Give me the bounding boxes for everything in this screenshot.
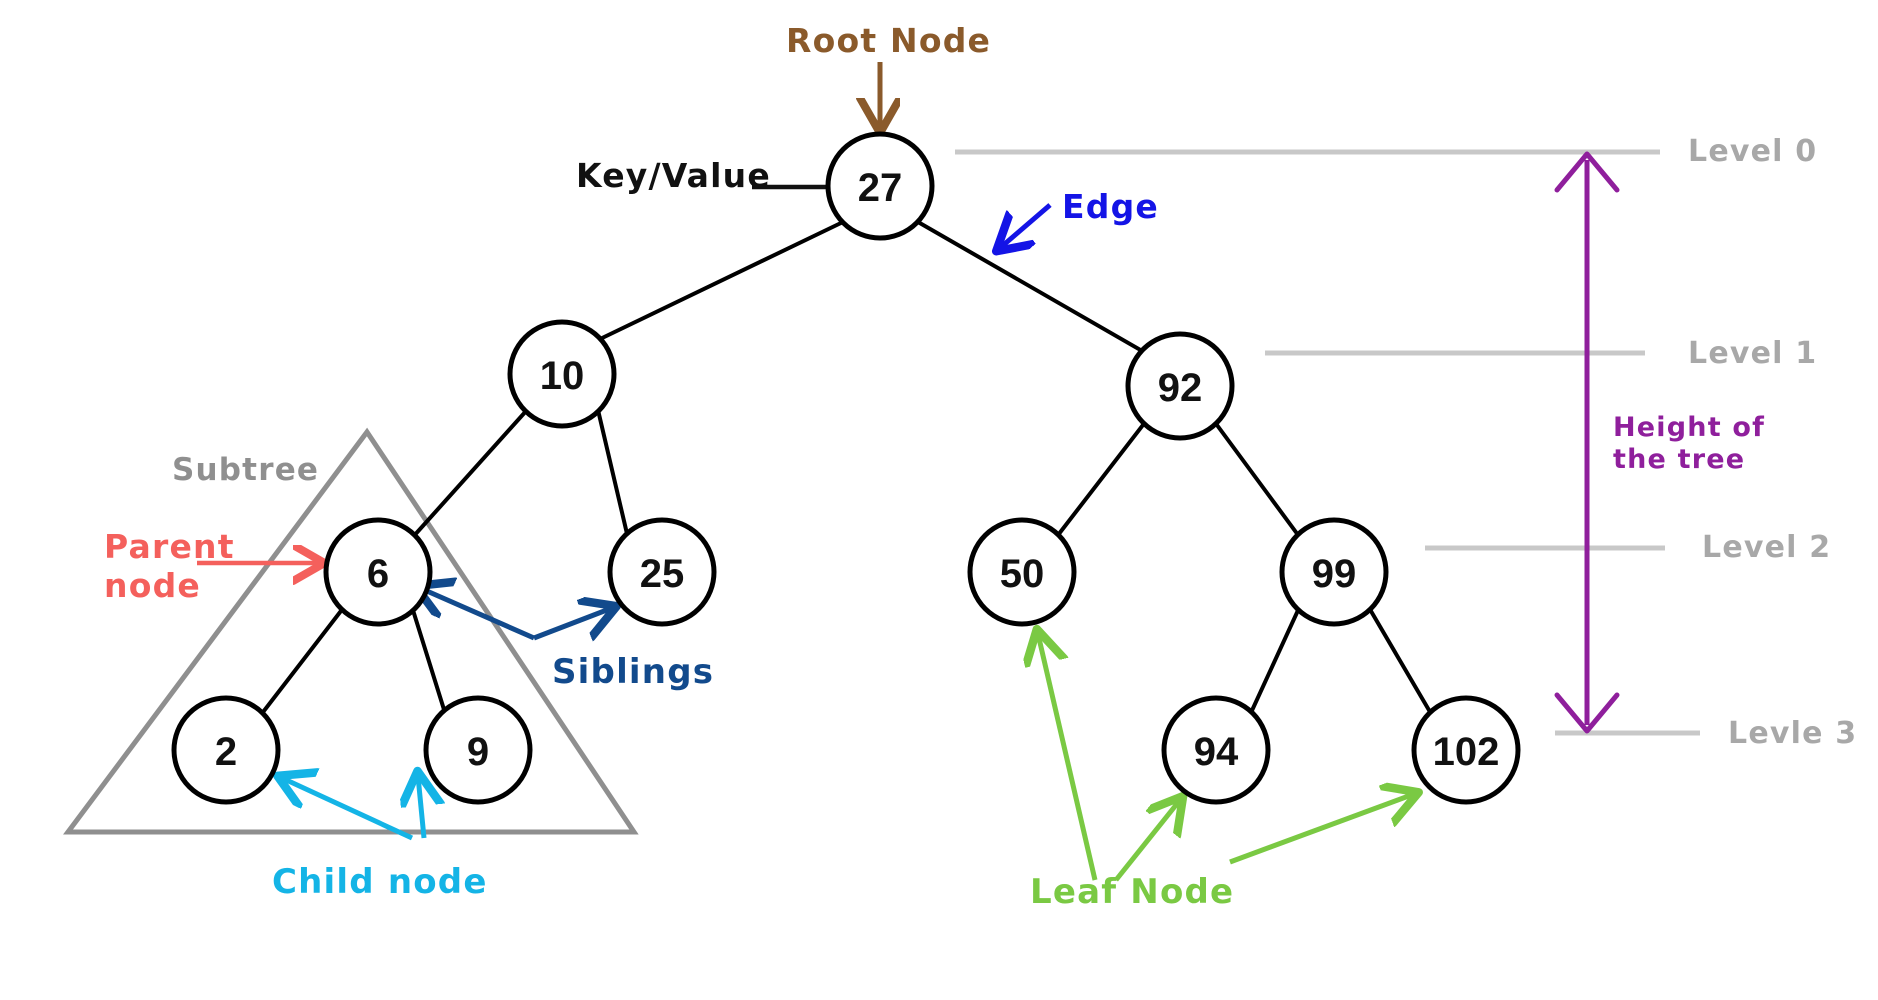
annotation-height-of-tree: Height of the tree [1613, 412, 1766, 475]
edge-99-102 [1366, 604, 1435, 719]
tree-node[interactable]: 27 [825, 131, 935, 241]
leaf-node-arrow-50 [1038, 634, 1098, 881]
tree-edges [258, 220, 1435, 719]
tree-node[interactable]: 50 [967, 517, 1077, 627]
tree-node[interactable]: 2 [171, 695, 281, 805]
annotation-parent-node: Parent node [104, 527, 235, 605]
siblings-arrow-right [533, 608, 612, 638]
node-label: 27 [858, 166, 903, 210]
edge-6-9 [410, 605, 448, 718]
node-label: 50 [1000, 552, 1045, 596]
node-circle [1125, 331, 1235, 441]
siblings-arrow-left [420, 588, 536, 641]
node-circle [423, 695, 533, 805]
child-node-arrow-left [282, 778, 414, 841]
node-label: 94 [1194, 730, 1239, 774]
tree-nodes: 27 10 92 6 25 50 [171, 131, 1521, 805]
leaf-node-arrow-94 [1114, 800, 1180, 882]
annotation-key-value: Key/Value [576, 156, 771, 195]
annotation-root-node: Root Node [786, 21, 992, 60]
node-circle [323, 517, 433, 627]
annotation-child-node: Child node [272, 862, 488, 902]
edge-10-25 [596, 408, 630, 540]
node-circle [1161, 695, 1271, 805]
tree-node[interactable]: 99 [1279, 517, 1389, 627]
node-label: 25 [640, 552, 685, 596]
annotation-arrows [197, 62, 1414, 882]
node-label: 102 [1433, 730, 1500, 774]
edge-27-10 [596, 220, 845, 342]
level-label-1: Level 1 [1688, 336, 1818, 371]
annotation-leaf-node: Leaf Node [1030, 872, 1235, 912]
tree-node[interactable]: 102 [1411, 695, 1521, 805]
edge-27-92 [916, 220, 1146, 354]
tree-node[interactable]: 92 [1125, 331, 1235, 441]
node-label: 9 [467, 730, 489, 774]
level-guide-lines [955, 149, 1700, 736]
node-label: 6 [367, 552, 389, 596]
node-circle [967, 517, 1077, 627]
node-circle [1279, 517, 1389, 627]
level-label-3: Levle 3 [1728, 716, 1858, 751]
node-circle [171, 695, 281, 805]
node-circle [607, 517, 717, 627]
annotation-edge: Edge [1062, 187, 1159, 226]
subtree-triangle [63, 427, 639, 835]
leaf-node-arrow-102 [1229, 794, 1414, 865]
child-node-arrow-right [418, 776, 424, 839]
node-label: 10 [540, 354, 585, 398]
node-label: 99 [1312, 552, 1357, 596]
annotation-subtree: Subtree [172, 452, 320, 488]
level-label-0: Level 0 [1688, 134, 1818, 169]
annotation-siblings: Siblings [552, 652, 715, 692]
node-circle [825, 131, 935, 241]
edge-arrow [1000, 203, 1052, 248]
edge-99-94 [1247, 604, 1302, 719]
node-circle [507, 319, 617, 429]
level-label-2: Level 2 [1702, 530, 1832, 565]
edge-10-6 [410, 408, 529, 540]
tree-node[interactable]: 6 [323, 517, 433, 627]
node-label: 92 [1158, 366, 1203, 410]
edge-6-2 [258, 605, 346, 718]
node-circle [1411, 695, 1521, 805]
tree-node[interactable]: 25 [607, 517, 717, 627]
edge-92-50 [1053, 419, 1148, 541]
tree-node[interactable]: 10 [507, 319, 617, 429]
height-of-tree-arrow [1554, 151, 1620, 734]
tree-node[interactable]: 9 [423, 695, 533, 805]
node-label: 2 [215, 730, 237, 774]
edge-92-99 [1212, 419, 1303, 541]
tree-node[interactable]: 94 [1161, 695, 1271, 805]
